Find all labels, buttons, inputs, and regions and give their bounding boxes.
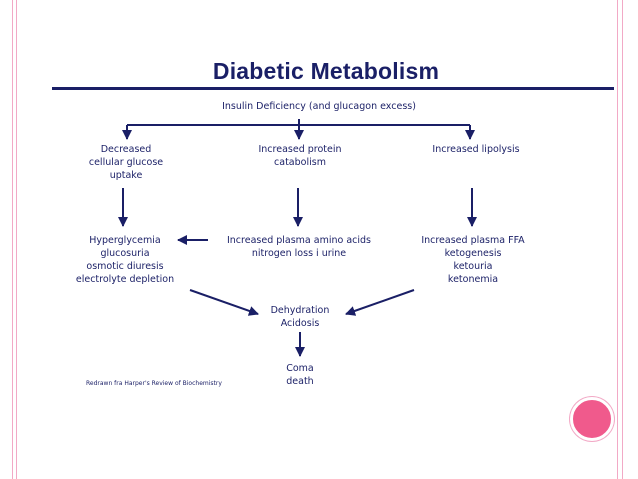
- node-line: Increased lipolysis: [432, 144, 520, 155]
- source-credit: Redrawn fra Harper's Review of Biochemis…: [86, 380, 222, 387]
- root-label: Insulin Deficiency (and glucagon excess): [222, 101, 416, 112]
- slide-border-left: [12, 0, 13, 479]
- node-line: death: [286, 376, 314, 387]
- outcome-node-amino-acids: Increased plasma amino acids nitrogen lo…: [214, 234, 384, 260]
- bracket-connector: [127, 119, 470, 126]
- node-line: glucosuria: [100, 248, 150, 259]
- node-line: catabolism: [274, 157, 326, 168]
- root-node: Insulin Deficiency (and glucagon excess): [0, 100, 638, 113]
- slide-title: Diabetic Metabolism: [212, 58, 440, 84]
- node-line: ketonemia: [447, 274, 499, 285]
- effect-node-lipolysis: Increased lipolysis: [414, 143, 538, 156]
- node-line: ketogenesis: [444, 248, 502, 259]
- node-line: electrolyte depletion: [75, 274, 175, 285]
- node-line: uptake: [109, 170, 143, 181]
- node-line: cellular glucose: [88, 157, 164, 168]
- node-line: nitrogen loss i urine: [251, 248, 347, 259]
- decorative-circle: [570, 397, 614, 441]
- node-line: Increased protein: [258, 144, 342, 155]
- outcome-node-hyperglycemia: Hyperglycemia glucosuria osmotic diuresi…: [60, 234, 190, 286]
- node-line: osmotic diuresis: [86, 261, 164, 272]
- outcome-node-ffa: Increased plasma FFA ketogenesis ketouri…: [408, 234, 538, 286]
- effect-node-protein: Increased protein catabolism: [240, 143, 360, 169]
- arrow-ffa-to-dehydration: [345, 289, 415, 316]
- node-line: Coma: [286, 363, 314, 374]
- node-line: Acidosis: [280, 318, 320, 329]
- node-line: Hyperglycemia: [89, 235, 161, 246]
- slide-border-right: [617, 0, 618, 479]
- node-line: Dehydration: [270, 305, 330, 316]
- node-line: Increased plasma FFA: [421, 235, 525, 246]
- arrow-hyperglycemia-to-dehydration: [189, 289, 259, 316]
- node-line: Decreased: [100, 144, 152, 155]
- effect-node-glucose: Decreased cellular glucose uptake: [66, 143, 186, 182]
- convergence-node: Dehydration Acidosis: [250, 304, 350, 330]
- node-line: ketouria: [453, 261, 493, 272]
- final-node: Coma death: [250, 362, 350, 388]
- slide-border-left-inner: [16, 0, 17, 479]
- node-line: Increased plasma amino acids: [226, 235, 372, 246]
- title-underline: [52, 87, 614, 90]
- slide-border-right-inner: [622, 0, 623, 479]
